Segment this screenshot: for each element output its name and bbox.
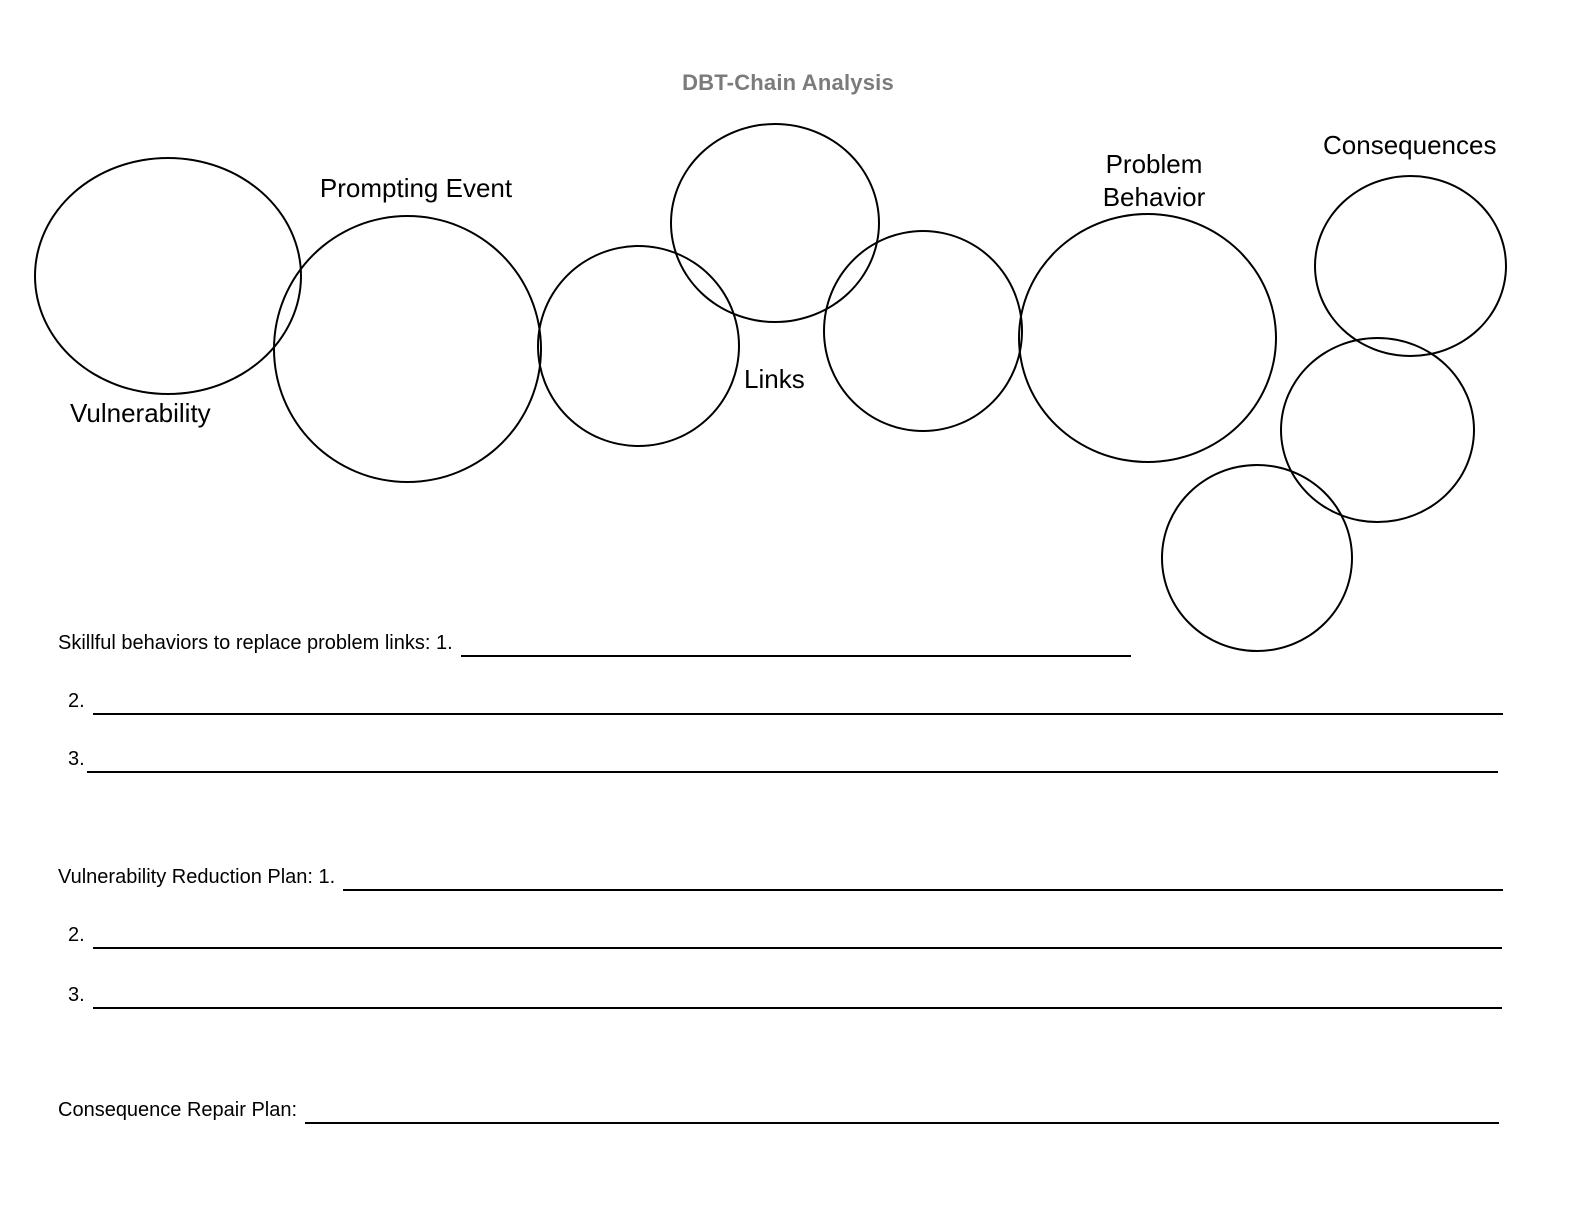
vulnerability-plan-row-3: 3. xyxy=(68,981,1502,1009)
link-circle-3 xyxy=(823,230,1023,432)
link-circle-1 xyxy=(537,245,740,447)
skillful-behaviors-row-2: 2. xyxy=(68,687,1503,715)
vulnerability-plan-row-1: Vulnerability Reduction Plan: 1. xyxy=(58,863,1503,891)
consequence-circle-2 xyxy=(1280,337,1475,523)
vulnerability-plan-blank-3[interactable] xyxy=(92,985,1502,1009)
skillful-behaviors-row-1: Skillful behaviors to replace problem li… xyxy=(58,629,1131,657)
link-circle-2 xyxy=(670,123,880,323)
skillful-behaviors-item2-label: 2. xyxy=(68,690,85,712)
consequence-plan-label: Consequence Repair Plan: xyxy=(58,1099,298,1121)
consequence-plan-row: Consequence Repair Plan: xyxy=(58,1096,1499,1124)
vulnerability-plan-item3-label: 3. xyxy=(68,984,85,1006)
vulnerability-plan-blank-1[interactable] xyxy=(343,867,1503,891)
consequence-circle-3 xyxy=(1161,464,1353,652)
skillful-behaviors-blank-2[interactable] xyxy=(92,691,1503,715)
consequence-plan-blank[interactable] xyxy=(305,1100,1499,1124)
consequences-label: Consequences xyxy=(1323,130,1497,160)
vulnerability-plan-intro-label: Vulnerability Reduction Plan: 1. xyxy=(58,866,336,888)
vulnerability-plan-blank-2[interactable] xyxy=(92,925,1502,949)
problem-behavior-circle xyxy=(1018,213,1277,463)
vulnerability-label: Vulnerability xyxy=(70,398,211,428)
prompting-event-label: Prompting Event xyxy=(319,173,513,203)
problem-behavior-label: Problem Behavior xyxy=(1102,149,1206,212)
consequence-circle-1 xyxy=(1314,175,1507,357)
links-label: Links xyxy=(744,364,805,394)
prompting-event-circle xyxy=(273,215,542,483)
skillful-behaviors-row-3: 3. xyxy=(68,745,1498,773)
skillful-behaviors-item3-label: 3. xyxy=(68,748,85,770)
vulnerability-plan-row-2: 2. xyxy=(68,921,1502,949)
page-title: DBT-Chain Analysis xyxy=(682,70,894,95)
skillful-behaviors-blank-3[interactable] xyxy=(86,749,1498,773)
vulnerability-plan-item2-label: 2. xyxy=(68,924,85,946)
vulnerability-circle xyxy=(34,157,302,395)
skillful-behaviors-blank-1[interactable] xyxy=(460,633,1131,657)
skillful-behaviors-intro-label: Skillful behaviors to replace problem li… xyxy=(58,632,453,654)
